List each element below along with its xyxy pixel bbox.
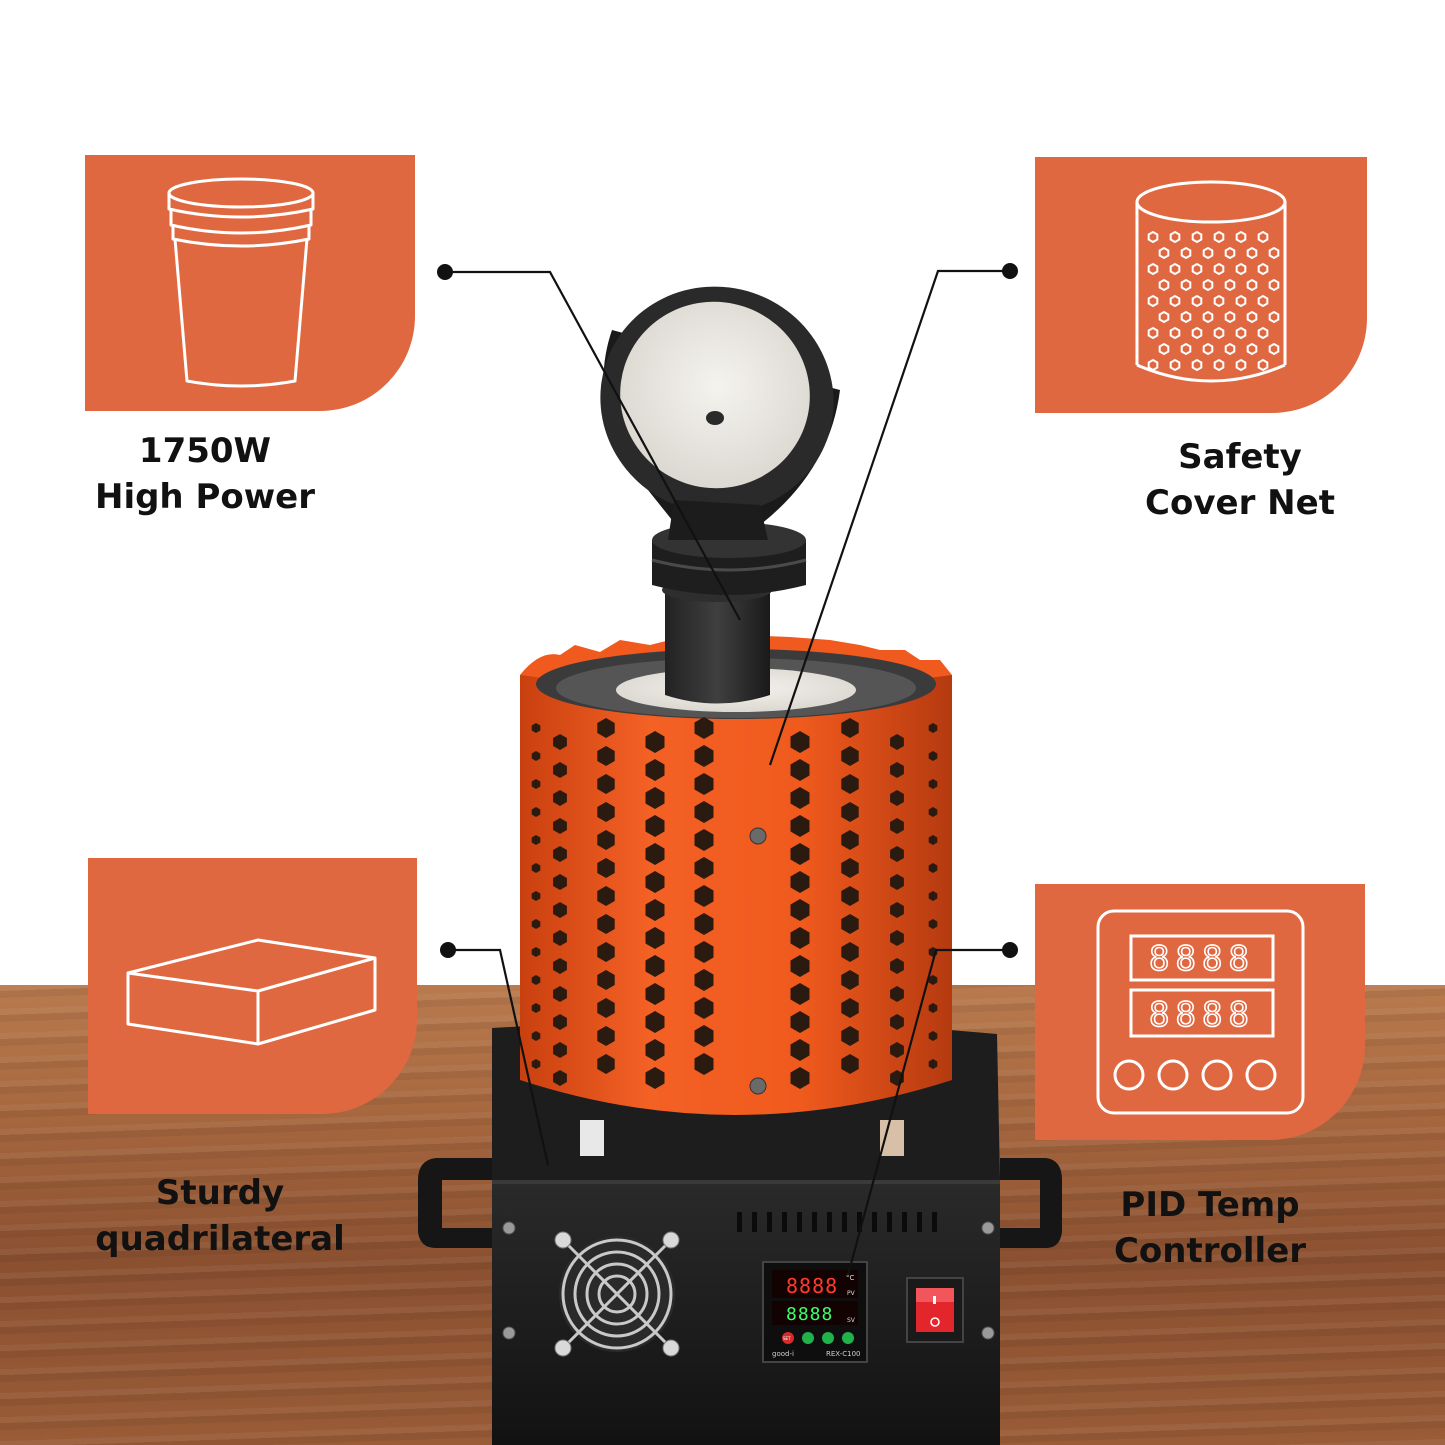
- controller-pv-tag: PV: [847, 1290, 856, 1297]
- feature-label-controller: PID Temp Controller: [1075, 1182, 1345, 1274]
- callout-dot-power: [437, 264, 453, 280]
- icon-display-row1: 8888: [1149, 939, 1255, 979]
- power-switch[interactable]: [906, 1277, 964, 1343]
- controller-unit: °C: [846, 1274, 855, 1282]
- feature-base-line2: quadrilateral: [95, 1219, 345, 1259]
- controller-pv-digits: 8888: [786, 1274, 838, 1298]
- callout-dot-base: [440, 942, 456, 958]
- controller-up-button[interactable]: [842, 1332, 854, 1344]
- feature-cover-line1: Safety: [1178, 437, 1302, 477]
- feature-card-cover: [1035, 157, 1367, 413]
- feature-card-controller: 8888 8888: [1035, 884, 1365, 1140]
- pid-controller-panel: 8888 8888 °C PV SV SET good-i REX-C100: [762, 1261, 868, 1363]
- controller-brand: good-i: [772, 1350, 794, 1358]
- controller-down-button[interactable]: [822, 1332, 834, 1344]
- feature-card-power: [85, 155, 415, 411]
- feature-controller-line2: Controller: [1113, 1231, 1307, 1271]
- cups-icon: [167, 177, 315, 388]
- controller-shift-button[interactable]: [802, 1332, 814, 1344]
- feature-label-cover: Safety Cover Net: [1105, 434, 1375, 526]
- controller-set-key: SET: [783, 1336, 791, 1341]
- callout-dot-controller: [1002, 942, 1018, 958]
- controller-set-button[interactable]: [782, 1332, 794, 1344]
- digital-display-icon: 8888 8888: [1096, 909, 1305, 1115]
- feature-cover-line2: Cover Net: [1145, 483, 1335, 523]
- feature-power-line1: 1750W: [138, 431, 272, 471]
- furnace-lid: [600, 286, 840, 540]
- icon-display-row2: 8888: [1149, 995, 1255, 1035]
- left-handle: [418, 1158, 492, 1248]
- controller-sv-digits: 8888: [786, 1304, 833, 1325]
- feature-power-line2: High Power: [94, 477, 315, 517]
- safety-cover-net: [520, 635, 952, 1115]
- feature-card-base: [88, 858, 417, 1114]
- feature-label-power: 1750W High Power: [70, 428, 340, 520]
- feature-base-line1: Sturdy: [155, 1173, 285, 1213]
- cooling-fan: [554, 1231, 680, 1357]
- feature-label-base: Sturdy quadrilateral: [80, 1170, 360, 1262]
- controller-sv-tag: SV: [847, 1317, 856, 1324]
- feature-controller-line1: PID Temp: [1120, 1185, 1300, 1225]
- callout-dot-cover: [1002, 263, 1018, 279]
- perforated-cylinder-icon: [1135, 180, 1287, 383]
- box-icon: [126, 938, 377, 1046]
- controller-model: REX-C100: [826, 1350, 861, 1358]
- callout-lines: [448, 269, 1010, 1276]
- right-handle: [1000, 1158, 1062, 1248]
